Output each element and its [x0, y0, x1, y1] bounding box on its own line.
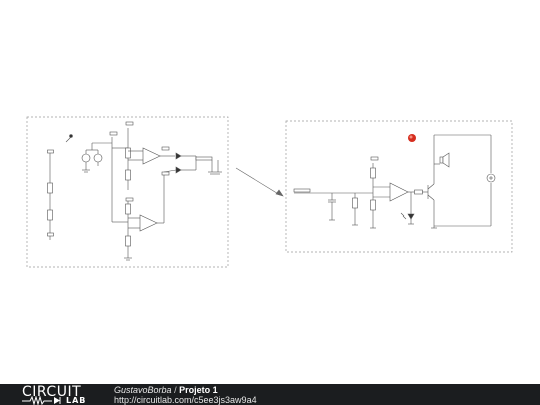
circuitlab-logo[interactable]: CIRCUIT LAB — [22, 384, 102, 405]
project-title[interactable]: Projeto 1 — [179, 385, 218, 395]
left-schematic-frame — [26, 116, 229, 268]
waveform-icon — [22, 396, 61, 405]
logo-bottom-text: LAB — [66, 396, 87, 405]
left-schematic — [47, 121, 222, 261]
connection-arrow — [235, 167, 284, 197]
author-link[interactable]: GustavoBorba — [114, 385, 172, 395]
schematic-canvas[interactable] — [0, 0, 540, 384]
footer-bar: CIRCUIT LAB GustavoBorba / Projeto 1 htt… — [0, 384, 540, 405]
project-url[interactable]: http://circuitlab.com/c5ee3js3aw9a4 — [114, 395, 257, 405]
right-schematic-frame — [285, 120, 513, 253]
path-separator: / — [174, 385, 177, 395]
probe-icon[interactable] — [408, 134, 416, 142]
right-schematic — [293, 134, 496, 229]
logo-top-text: CIRCUIT — [22, 384, 82, 400]
project-info: GustavoBorba / Projeto 1 http://circuitl… — [114, 385, 257, 405]
